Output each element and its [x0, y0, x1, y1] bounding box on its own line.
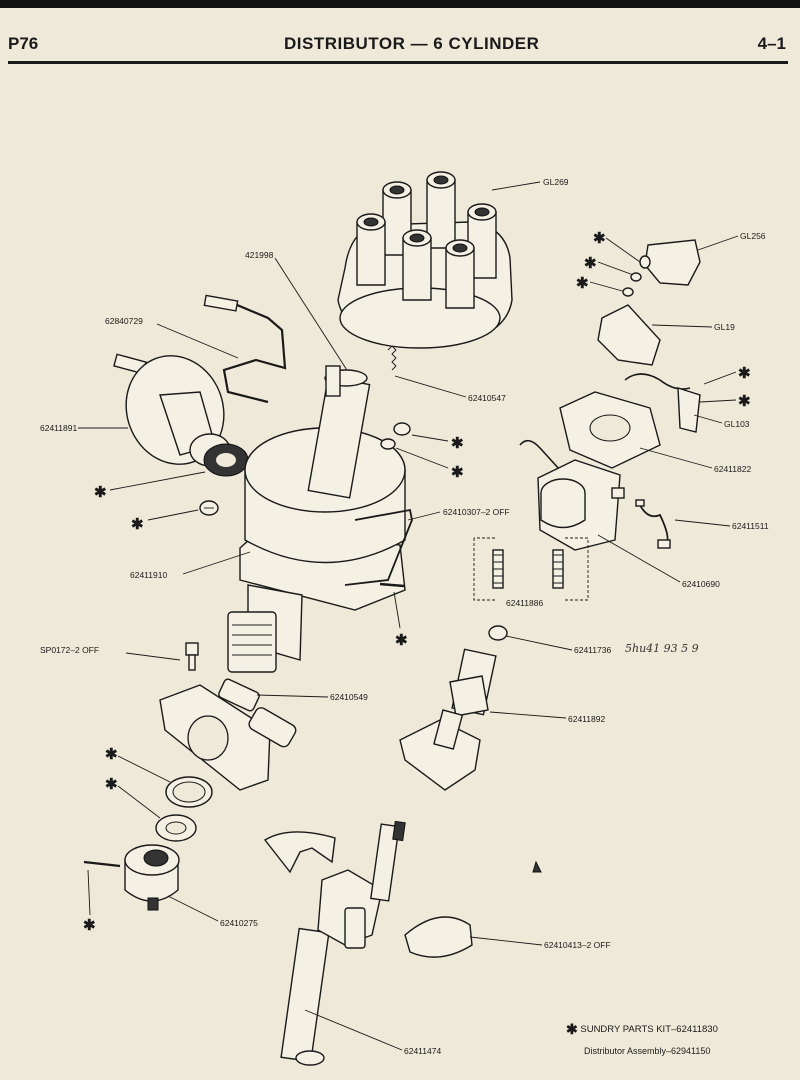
scan-edge: [0, 0, 800, 8]
label-contact-set: GL19: [714, 322, 735, 332]
page-footer: ✱ SUNDRY PARTS KIT–62411830 Distributor …: [566, 1021, 786, 1056]
sundry-marker: ✱: [105, 746, 118, 763]
label-clip: 62410307–2 OFF: [443, 507, 510, 517]
sundry-marker: ✱: [738, 365, 751, 382]
cam-assembly[interactable]: [399, 648, 497, 791]
label-springs: 62411886: [506, 598, 543, 608]
advance-weight[interactable]: [263, 831, 336, 874]
label-capacitor: GL103: [724, 419, 750, 429]
low-tension-lead[interactable]: [639, 504, 669, 546]
vacuum-advance-unit[interactable]: [111, 342, 239, 478]
vacuum-wire[interactable]: [208, 300, 287, 404]
sundry-marker: ✱: [593, 230, 606, 247]
rotor-arm[interactable]: [644, 239, 701, 286]
contact-set[interactable]: [597, 304, 661, 366]
base-plate[interactable]: [559, 391, 661, 469]
sundry-marker: ✱: [131, 516, 144, 533]
pin[interactable]: [379, 582, 405, 588]
cap-clip[interactable]: [344, 508, 413, 586]
label-vacuum: 62840729: [105, 316, 143, 326]
sundry-marker: ✱: [451, 464, 464, 481]
sundry-marker: ✱: [451, 435, 464, 452]
label-felt: 62411736: [574, 645, 611, 655]
coupling-pin[interactable]: [83, 860, 121, 868]
moving-plate[interactable]: [519, 439, 625, 551]
sundry-parts-kit: ✱ SUNDRY PARTS KIT–62411830: [566, 1021, 786, 1038]
label-brush: 421998: [245, 250, 274, 260]
label-rotor: GL256: [740, 231, 766, 241]
clamp-bolt[interactable]: [185, 642, 199, 671]
label-coupling: 62410275: [220, 918, 258, 928]
label-clamp: 62410549: [330, 692, 368, 702]
clamp-plate[interactable]: [159, 678, 298, 791]
kit-text: SUNDRY PARTS KIT–62411830: [580, 1024, 718, 1035]
label-weights: 62410413–2 OFF: [544, 940, 611, 950]
sundry-marker: ✱: [94, 484, 107, 501]
distributor-cap[interactable]: [337, 171, 513, 349]
felt-pad[interactable]: [488, 625, 508, 641]
page-code: P76: [8, 34, 39, 53]
page-title: DISTRIBUTOR — 6 CYLINDER: [284, 34, 540, 53]
drive-shaft[interactable]: [280, 820, 406, 1066]
sundry-marker: ✱: [105, 776, 118, 793]
sundry-marker: ✱: [83, 917, 96, 934]
capacitor[interactable]: [677, 387, 701, 433]
carbon-spring[interactable]: [387, 345, 397, 371]
distributor-body[interactable]: [227, 365, 406, 673]
label-base-plate: 62411822: [714, 464, 751, 474]
screw[interactable]: [199, 500, 219, 516]
leader-cap: [491, 181, 541, 191]
label-moving-plate: 62410690: [682, 579, 720, 589]
section-number: 4–1: [757, 34, 786, 53]
advance-springs[interactable]: [473, 537, 589, 601]
label-lead: 62411511: [732, 521, 769, 531]
leader-brush: [274, 257, 353, 379]
label-cap: GL269: [543, 177, 569, 187]
kit-star: ✱: [566, 1021, 578, 1037]
advance-weight[interactable]: [404, 916, 473, 958]
handwritten-note: 5hu41 93 5 9: [625, 642, 699, 655]
page-header: P76 DISTRIBUTOR — 6 CYLINDER 4–1: [8, 34, 788, 64]
sundry-marker: ✱: [738, 393, 751, 410]
sundry-marker: ✱: [395, 632, 408, 649]
label-bolt: SP0172–2 OFF: [40, 645, 99, 655]
leader-vacuum: [156, 323, 239, 359]
leader-body: [182, 551, 251, 575]
sundry-marker: ✱: [584, 255, 597, 272]
label-spring: 62410547: [468, 393, 506, 403]
page-mark: [532, 860, 542, 873]
label-shaft-plate: 62411891: [40, 423, 77, 433]
label-cam: 62411892: [568, 714, 605, 724]
label-body: 62411910: [130, 570, 167, 580]
distributor-assembly: Distributor Assembly–62941150: [584, 1046, 711, 1056]
header-rule: [8, 61, 788, 64]
drive-coupling[interactable]: [124, 844, 180, 911]
screw[interactable]: [380, 422, 411, 450]
leader-spring: [394, 375, 467, 398]
sundry-marker: ✱: [576, 275, 589, 292]
leader-felt-ring: [109, 471, 206, 491]
label-drive-shaft: 62411474: [404, 1046, 441, 1056]
